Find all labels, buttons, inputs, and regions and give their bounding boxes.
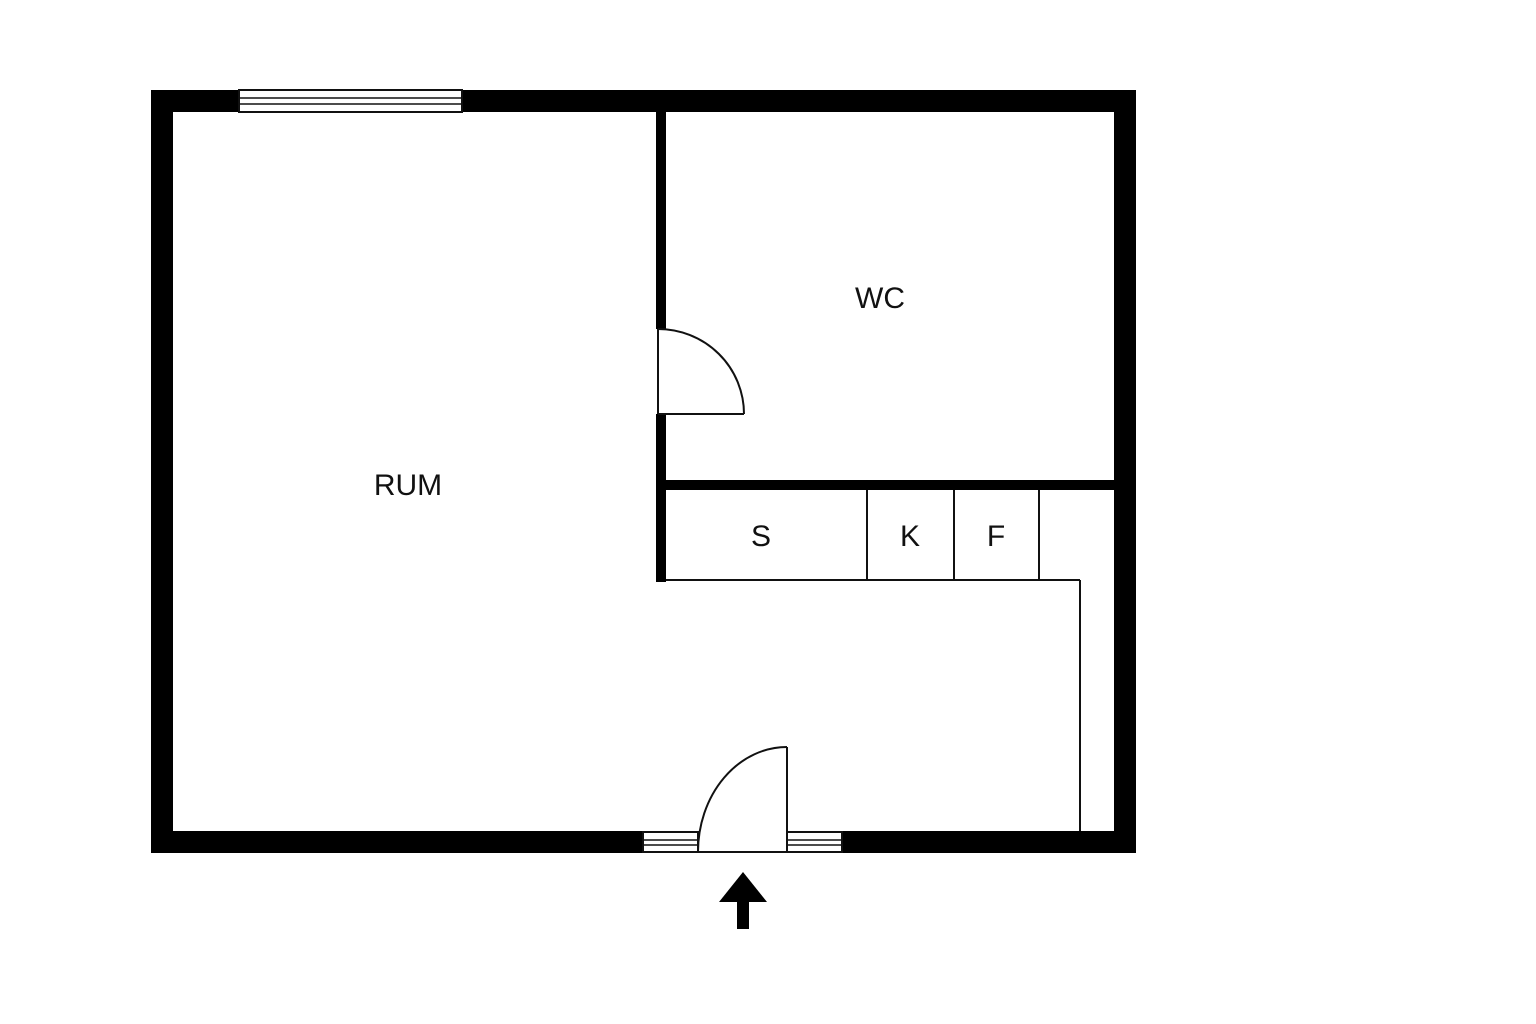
- bottom-wall-right: [842, 831, 1136, 853]
- room-label-wc: WC: [855, 282, 905, 315]
- cabinets: [666, 490, 1081, 831]
- left-wall: [151, 90, 173, 853]
- room-label-rum: RUM: [374, 469, 442, 502]
- room-label-f: F: [987, 520, 1005, 553]
- entrance-door: [697, 746, 788, 853]
- interior-walls: [656, 112, 1114, 582]
- wc-bottom-wall: [656, 480, 1114, 490]
- bottom-wall-left: [151, 831, 643, 853]
- room-label-s: S: [751, 520, 771, 553]
- wc-wall-upper: [656, 112, 666, 329]
- room-label-k: K: [900, 520, 920, 553]
- right-wall: [1114, 90, 1136, 853]
- bottom-window-right: [786, 831, 843, 853]
- top-window: [238, 89, 463, 113]
- entry-arrow-icon: [719, 872, 767, 929]
- wc-door: [657, 328, 745, 415]
- bottom-window-left: [642, 831, 699, 853]
- wc-wall-lower: [656, 414, 666, 582]
